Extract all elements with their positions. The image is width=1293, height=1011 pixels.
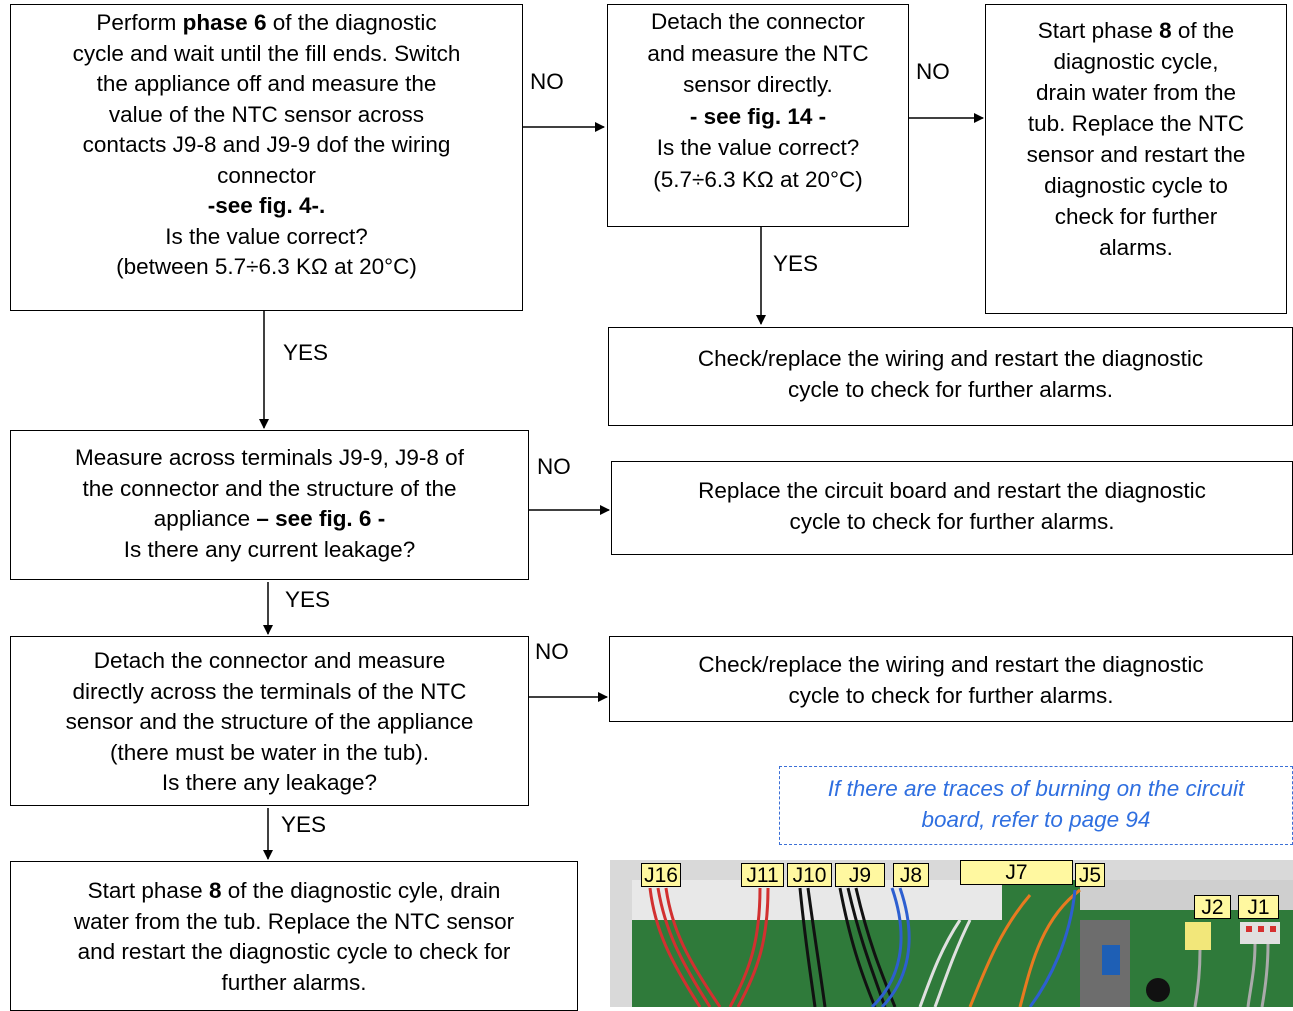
step-measure-leakage: Measure across terminals J9-9, J9-8 of t…: [10, 430, 529, 580]
label-no-2: NO: [916, 59, 950, 84]
connector-tag-j7: J7: [960, 860, 1073, 885]
burn-traces-note: If there are traces of burning on the ci…: [779, 766, 1293, 845]
circuit-board-photo: J16 J11 J10 J9 J8 J7 J5 J2 J1: [610, 860, 1293, 1007]
label-yes-2: YES: [283, 340, 329, 365]
label-yes-3: YES: [285, 587, 331, 612]
connector-tag-j10: J10: [787, 863, 832, 887]
circuit-board-illustration: [610, 860, 1293, 1007]
step-detach-measure-leakage: Detach the connector and measure directl…: [10, 636, 529, 806]
connector-tag-j1: J1: [1238, 895, 1279, 919]
connector-tag-j9: J9: [835, 863, 885, 887]
connector-tag-j11: J11: [741, 863, 784, 887]
label-yes-1: YES: [773, 251, 819, 276]
step-check-wiring-1: Check/replace the wiring and restart the…: [608, 327, 1293, 426]
step-detach-measure-ntc: Detach the connector and measure the NTC…: [607, 4, 909, 227]
connector-tag-j5: J5: [1075, 863, 1105, 887]
connector-tag-j16: J16: [641, 863, 681, 887]
step-phase6-measure-ntc: Perform phase 6 of the diagnostic cycle …: [10, 4, 523, 311]
label-yes-4: YES: [281, 812, 327, 837]
label-no-3: NO: [537, 454, 571, 479]
connector-tag-j8: J8: [893, 863, 929, 887]
step-replace-circuit-board: Replace the circuit board and restart th…: [611, 461, 1293, 555]
step-check-wiring-2: Check/replace the wiring and restart the…: [609, 636, 1293, 722]
label-no-4: NO: [535, 639, 569, 664]
label-no-1: NO: [530, 69, 564, 94]
step-replace-ntc-final: Start phase 8 of the diagnostic cyle, dr…: [10, 861, 578, 1011]
step-replace-ntc-sensor: Start phase 8 of the diagnostic cycle, d…: [985, 4, 1287, 314]
connector-tag-j2: J2: [1194, 895, 1231, 919]
